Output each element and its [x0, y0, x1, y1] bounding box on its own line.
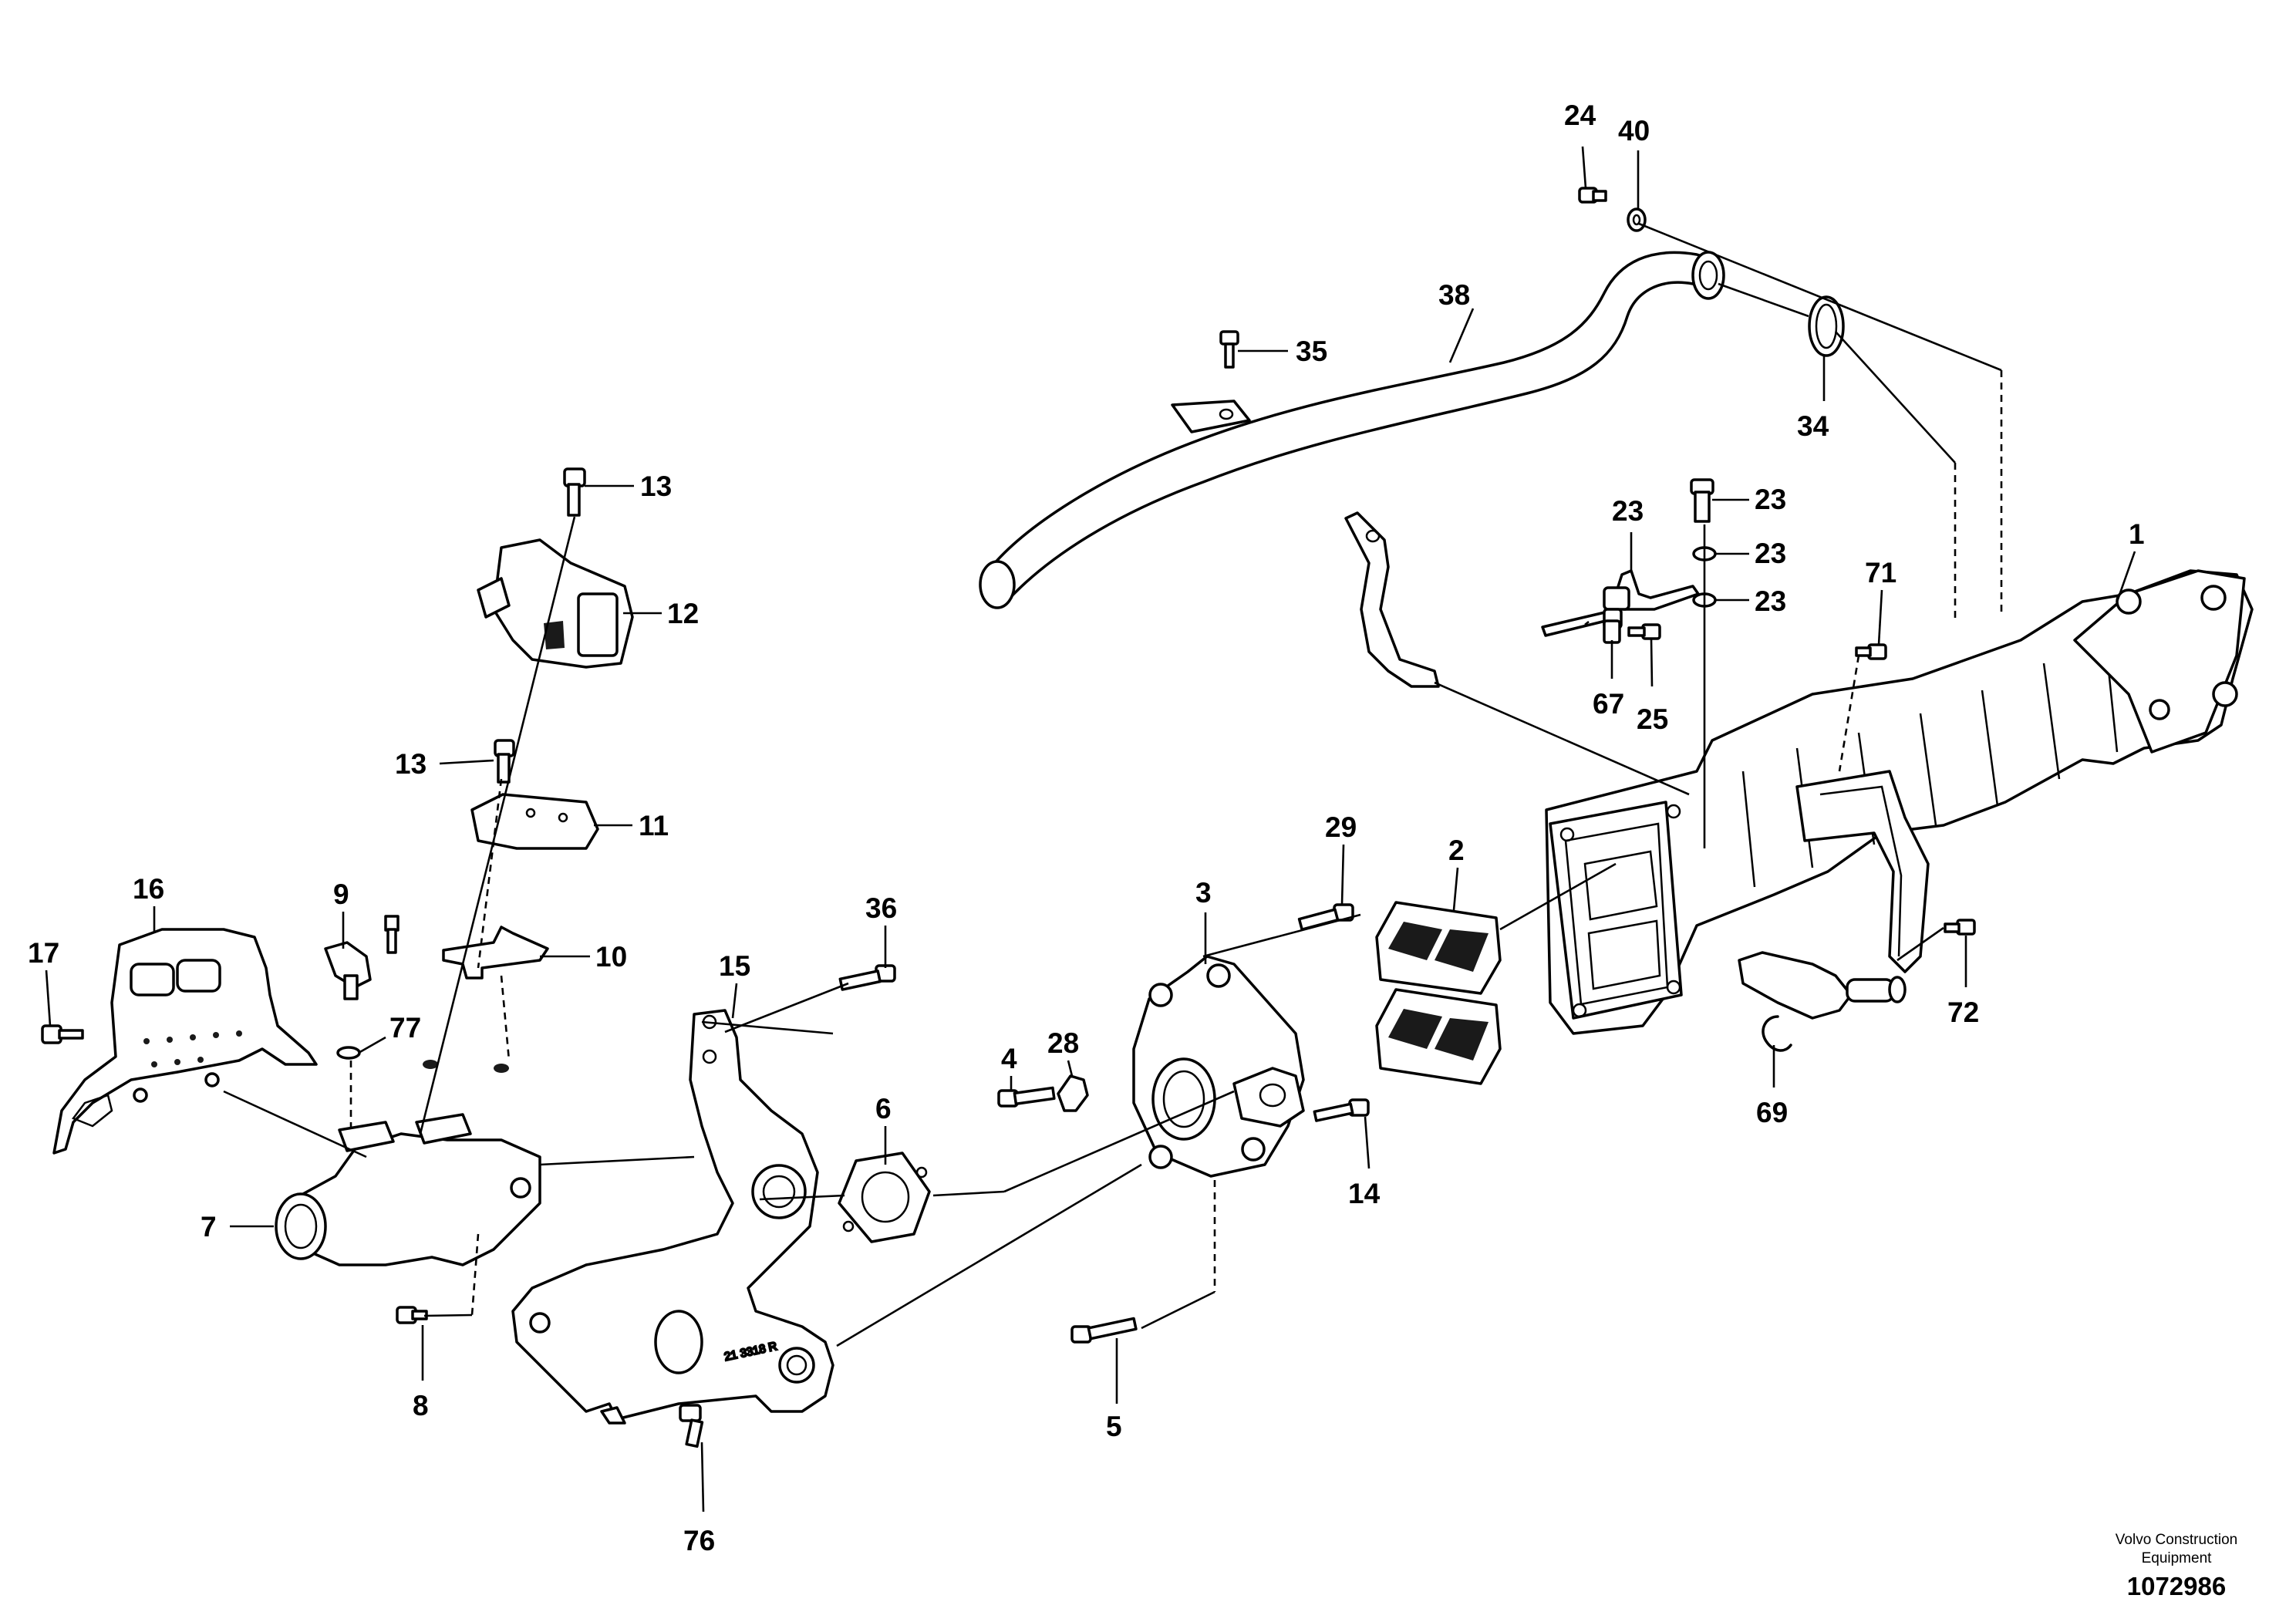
bolt-8	[396, 1306, 428, 1324]
washer-40	[1627, 207, 1647, 232]
callout-35: 35	[1296, 336, 1327, 367]
temperature-sensor-67	[1541, 608, 1623, 644]
footer-brand: Volvo Construction Equipment 1072986	[2116, 1532, 2237, 1600]
callout-76: 76	[683, 1525, 715, 1556]
callout-40: 40	[1618, 115, 1650, 147]
spacer-block-11	[470, 793, 599, 850]
callout-26-mid: 25	[1637, 703, 1668, 735]
heat-shield-16	[52, 928, 318, 1155]
bolt-26-top	[1578, 187, 1607, 204]
bolt-29	[1297, 903, 1354, 931]
bolt-5	[1070, 1317, 1138, 1344]
leader-lines	[45, 146, 2136, 1512]
pipe-7	[275, 1113, 541, 1266]
washer-pair-right	[494, 1064, 509, 1073]
egr-valve-3	[1132, 955, 1305, 1178]
callout-72: 72	[1947, 996, 1979, 1028]
callout-6: 6	[875, 1093, 892, 1125]
callout-12: 12	[667, 598, 699, 629]
egr-sensor	[1738, 951, 1907, 1020]
callout-2: 2	[1448, 835, 1465, 866]
drawing-number: 1072986	[2127, 1572, 2226, 1600]
callout-17: 17	[28, 937, 59, 969]
callout-5: 5	[1106, 1411, 1122, 1442]
bolt-36	[838, 964, 896, 991]
bolt-13-lower	[494, 739, 515, 784]
egr-cooler-1	[1545, 569, 2254, 1035]
callout-25: 23	[1755, 484, 1786, 515]
callout-36: 36	[865, 892, 897, 924]
callout-24: 23	[1612, 495, 1644, 527]
callout-1: 1	[2129, 518, 2145, 550]
control-unit-12	[477, 538, 634, 669]
callout-69: 69	[1756, 1097, 1788, 1128]
callout-26-top: 24	[1564, 99, 1596, 131]
gasket-2-lower	[1375, 988, 1502, 1085]
callout-15: 15	[719, 950, 750, 982]
bolt-71	[1855, 643, 1887, 660]
callout-71: 71	[1865, 557, 1896, 588]
clip-ring-69	[1762, 1015, 1792, 1052]
callout-7: 7	[201, 1211, 217, 1243]
bolt-35	[1219, 330, 1239, 369]
gasket-6	[838, 1152, 931, 1243]
o-ring-77	[336, 1046, 361, 1060]
pressure-sensor-9	[324, 915, 400, 1000]
callout-23-lower: 23	[1755, 585, 1786, 617]
bolt-13-upper	[563, 467, 586, 517]
callout-77: 77	[389, 1012, 421, 1044]
bracket-15: 21 3318 R	[511, 1009, 834, 1425]
callout-13-lower: 13	[395, 748, 426, 780]
callout-38: 38	[1438, 279, 1470, 311]
washer-pair-left	[423, 1060, 438, 1069]
bolt-26-mid	[1627, 623, 1661, 640]
callout-11: 11	[639, 810, 669, 841]
callout-16: 16	[133, 873, 164, 905]
banjo-bolt-25	[1690, 478, 1714, 523]
callout-29: 29	[1325, 811, 1357, 843]
callout-3: 3	[1195, 877, 1212, 909]
cooler-bracket	[1344, 511, 1440, 688]
callout-14: 14	[1348, 1178, 1381, 1209]
callout-8: 8	[413, 1390, 429, 1421]
callout-28: 28	[1047, 1027, 1079, 1059]
bracket-10	[442, 926, 549, 980]
bolt-17	[41, 1024, 84, 1044]
callout-23-upper: 23	[1755, 538, 1786, 569]
bolt-76	[679, 1404, 704, 1448]
callout-13-upper: 13	[640, 470, 672, 502]
callout-67: 67	[1593, 688, 1624, 720]
callout-10: 10	[595, 941, 627, 973]
bolt-72	[1944, 919, 1976, 936]
gasket-2-upper	[1375, 901, 1502, 995]
callout-34: 34	[1797, 410, 1829, 442]
seal-ring-34	[1808, 295, 1845, 357]
callout-4: 4	[1001, 1043, 1017, 1074]
brand-line-2: Equipment	[2142, 1550, 2213, 1566]
clip-28	[1057, 1074, 1089, 1112]
bolt-4	[997, 1086, 1056, 1108]
callout-9: 9	[333, 878, 349, 910]
callout-labels: 24 40 38 35 34 23 23 23 23 67 25 71 1 72…	[28, 99, 2145, 1556]
bolt-14	[1313, 1098, 1370, 1122]
brand-line-1: Volvo Construction	[2116, 1532, 2237, 1548]
pipe-38	[979, 251, 1725, 609]
sensor-pipe-24	[1603, 569, 1700, 611]
